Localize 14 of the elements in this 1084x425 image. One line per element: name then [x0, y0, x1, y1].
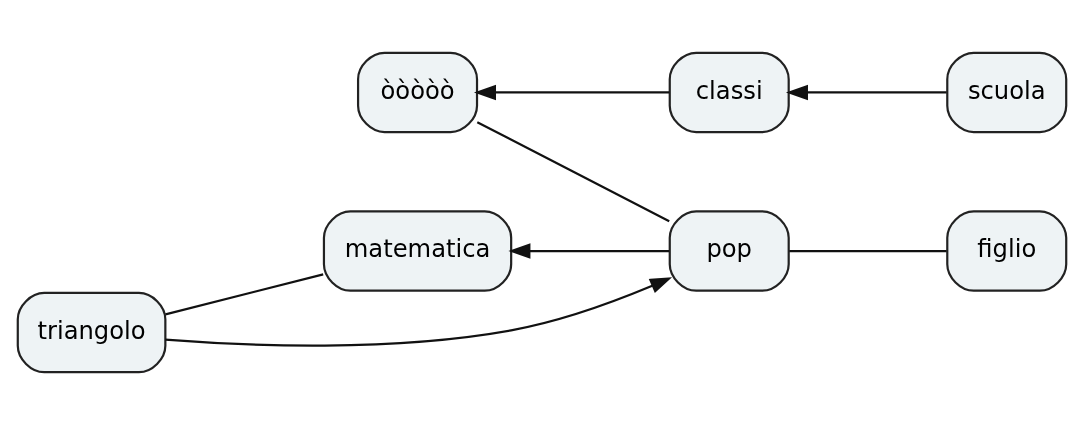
node-box: òòòòò: [356, 51, 479, 134]
connector: [476, 121, 670, 223]
arrow: [473, 84, 670, 101]
connector: [789, 249, 947, 253]
arrow: [165, 277, 673, 347]
node-box: figlio: [946, 210, 1068, 292]
node-box: pop: [668, 210, 790, 292]
node-box: scuola: [946, 51, 1068, 134]
connector: [165, 273, 324, 316]
node-box: triangolo: [16, 291, 167, 374]
arrow: [508, 243, 670, 259]
node-box: classi: [668, 51, 790, 134]
arrow: [785, 84, 947, 101]
node-box: matematica: [322, 210, 513, 292]
